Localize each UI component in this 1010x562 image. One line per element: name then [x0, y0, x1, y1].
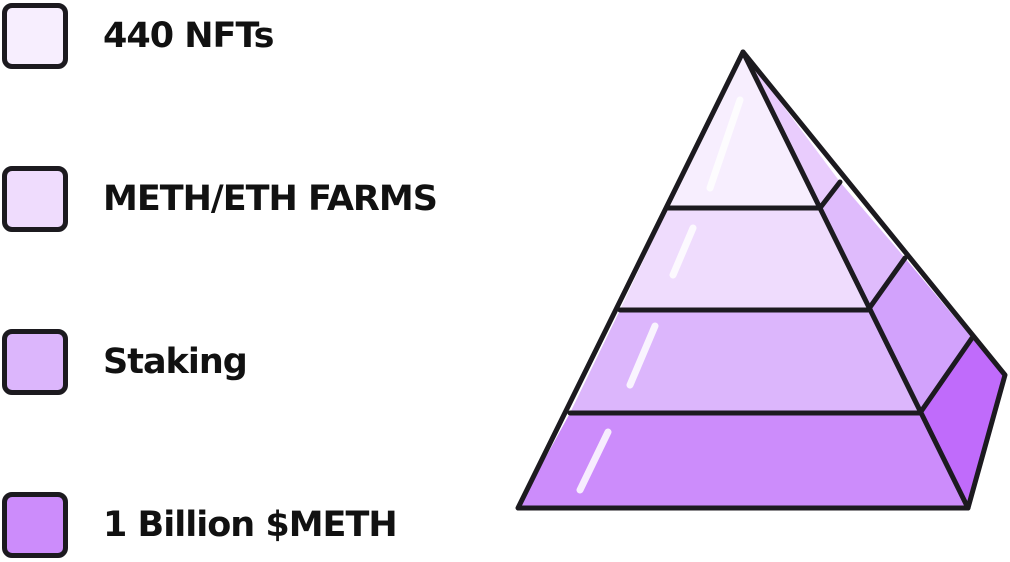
pyramid-tier-line-3	[567, 335, 975, 416]
highlight-streak-2	[669, 224, 697, 279]
pyramid-side-tier-4	[920, 338, 1005, 508]
legend-swatch-nfts	[2, 3, 68, 69]
legend-swatch-meth	[2, 492, 68, 558]
legend-item-meth	[0, 489, 68, 561]
pyramid-front-tier-2	[620, 208, 868, 310]
legend-label-staking: Staking	[103, 342, 248, 382]
pyramid-front-edge	[740, 49, 971, 511]
legend-swatch-staking	[2, 329, 68, 395]
pyramid-tier-line-2	[617, 255, 908, 313]
legend-label-farms: METH/ETH FARMS	[103, 179, 438, 219]
pyramid-front-tier-3	[570, 310, 920, 413]
highlight-streak-1	[706, 96, 744, 192]
legend-label-meth: 1 Billion $METH	[103, 505, 398, 545]
pyramid-front-tier-1	[668, 52, 820, 208]
pyramid-side-tier-2	[820, 182, 905, 310]
pyramid-tier-line-1	[665, 179, 843, 211]
pyramid-front-tier-4	[518, 413, 968, 508]
pyramid-side-tier-1	[743, 52, 840, 208]
legend-item-nfts	[0, 0, 68, 72]
legend-item-farms	[0, 163, 68, 235]
legend-item-staking	[0, 326, 68, 398]
legend-swatch-farms	[2, 166, 68, 232]
highlight-streak-4	[576, 428, 612, 494]
legend-label-nfts: 440 NFTs	[103, 16, 275, 56]
highlight-streak-3	[626, 322, 659, 389]
